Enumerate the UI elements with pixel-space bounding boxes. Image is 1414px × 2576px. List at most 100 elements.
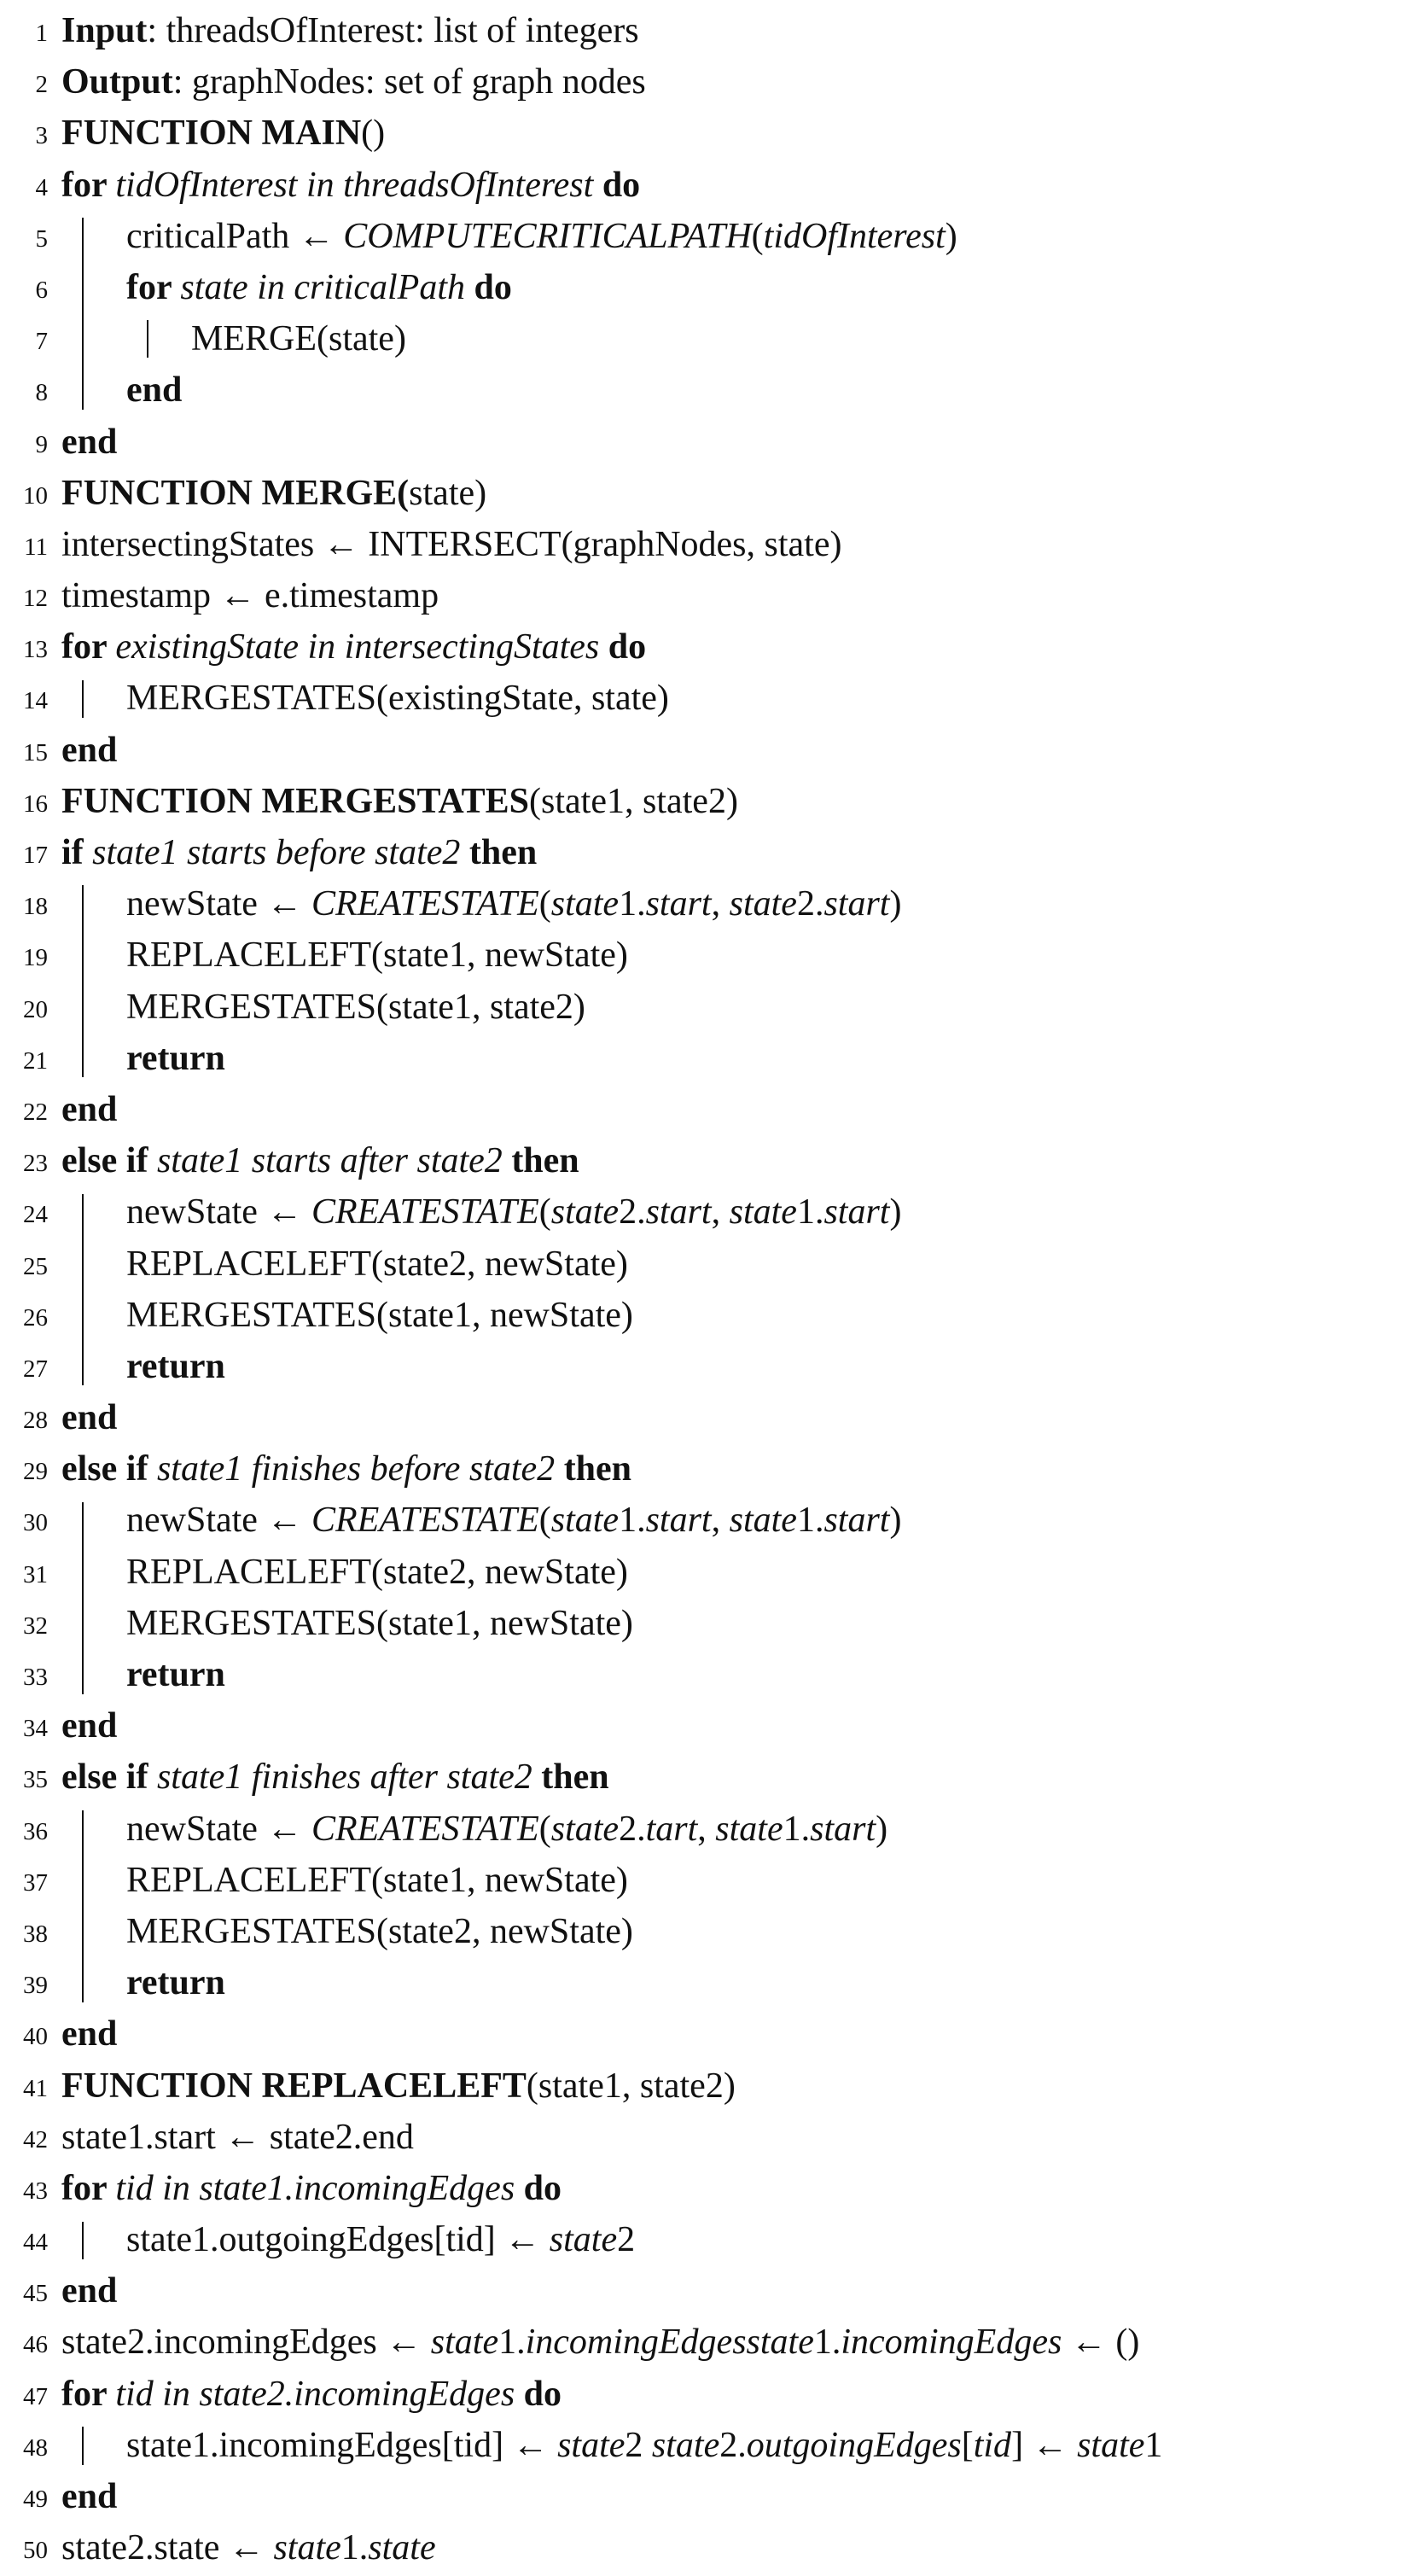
code-token: start [810,1809,876,1849]
line-number: 13 [23,636,48,664]
line-number: 25 [23,1252,48,1280]
code-token: newState ← [126,1192,311,1233]
code-token: end [61,1398,118,1438]
code-token: start [823,1501,890,1541]
code-text: MERGESTATES(state1, newState) [126,1290,633,1341]
algorithm-line: 37 REPLACELEFT(state1, newState) [0,1855,1414,1906]
code-token: MERGESTATES(state1, state2) [126,987,585,1027]
code-token: MERGE(state) [191,319,406,359]
code-token: 1. [796,1501,824,1541]
code-token: 2 [625,2425,652,2465]
code-token: else if [61,1757,157,1798]
code-text: return [126,1957,225,2008]
line-number: 44 [23,2229,48,2257]
code-text: state1.outgoingEdges[tid] ← state2 [126,2214,635,2265]
code-token: start [823,1192,890,1233]
code-token: existingState in intersectingStates [115,627,600,667]
line-number: 23 [23,1150,48,1178]
line-number: 38 [23,1920,48,1948]
code-token: timestamp ← e.timestamp [61,576,439,616]
code-token: newState ← [126,1501,311,1541]
code-token: end [61,2014,118,2054]
code-text: end [61,1084,117,1135]
code-token: then [460,833,538,872]
code-token: start [645,1501,712,1541]
code-token: ( [538,1192,551,1233]
line-number: 19 [23,944,48,972]
code-token: end [61,2271,118,2311]
code-text: REPLACELEFT(state2, newState) [126,1547,628,1598]
code-token: state [550,1192,620,1233]
code-token: 1. [783,1809,811,1849]
code-text: Output: graphNodes: set of graph nodes [61,56,646,108]
code-token: start [823,884,890,924]
code-text: end [61,2471,117,2522]
code-text: for existingState in intersectingStates … [61,621,646,673]
code-token: REPLACELEFT(state1, newState) [126,1860,628,1900]
line-number: 1 [35,20,49,47]
line-number: 50 [23,2537,48,2565]
code-token: FUNCTION MERGESTATES [61,781,530,821]
line-number: 28 [23,1407,48,1435]
code-token: incomingEdgesstate [525,2322,814,2363]
line-number: 27 [23,1355,48,1383]
line-number: 46 [23,2331,48,2359]
line-number: 21 [23,1046,48,1075]
line-number: 37 [23,1868,48,1897]
code-token: state [273,2528,341,2568]
block-bar [82,2221,84,2259]
code-token: do [593,165,641,205]
code-token: 2. [796,884,824,924]
code-token: state2.state ← [61,2528,274,2568]
code-token: () [361,114,386,154]
code-token: start [645,884,712,924]
code-token: FUNCTION REPLACELEFT [61,2066,527,2106]
code-token: for [61,627,116,667]
line-number: 49 [23,2486,48,2513]
code-token: state [550,1809,620,1849]
code-text: Input: threadsOfInterest: list of intege… [61,5,639,56]
code-token: MERGESTATES(state2, newState) [126,1911,633,1951]
code-token: newState ← [126,1809,311,1849]
code-token: return [126,1655,225,1694]
code-text: else if state1 finishes before state2 th… [61,1443,631,1495]
algorithm-line: 45 end [0,2265,1414,2317]
code-text: state2.state ← state1.state [61,2522,436,2573]
line-number: 45 [23,2280,48,2308]
code-token: do [465,267,512,307]
code-token: ( [538,1501,551,1541]
code-token: FUNCTION MERGE( [61,473,410,513]
code-text: return [126,1649,225,1700]
algorithm-line: 13 for existingState in intersectingState… [0,621,1414,673]
line-number: 5 [35,224,49,253]
code-token: state1 starts after state2 [156,1141,503,1181]
code-text: return [126,1341,225,1392]
code-token: state in criticalPath [180,267,465,307]
line-number: 3 [35,122,49,150]
algorithm-line: 49 end [0,2471,1414,2522]
algorithm-line: 38 MERGESTATES(state2, newState) [0,1906,1414,1957]
line-number: 20 [23,995,48,1023]
code-text: FUNCTION MERGESTATES(state1, state2) [61,776,738,827]
code-text: for state in criticalPath do [126,262,512,313]
code-text: for tid in state1.incomingEdges do [61,2163,562,2214]
algorithm-line: 44 state1.outgoingEdges[tid] ← state2 [0,2214,1414,2265]
code-token: 2. [619,1809,646,1849]
code-token: 1. [619,1501,646,1541]
block-bar [82,885,84,1078]
code-token: intersectingStates ← INTERSECT(graphNode… [61,524,842,564]
code-token: end [61,422,118,462]
